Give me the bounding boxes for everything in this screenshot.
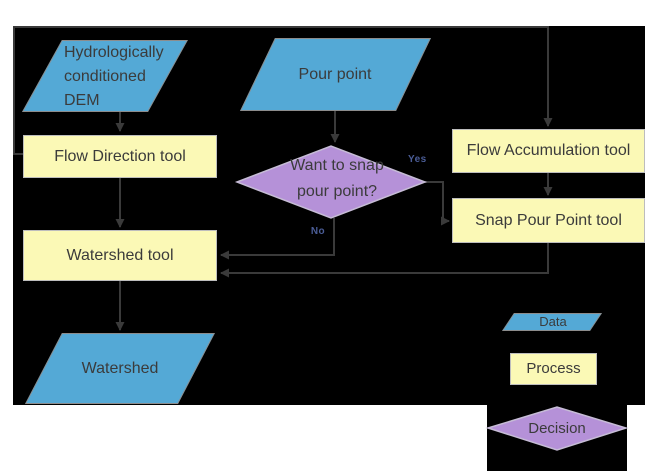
node-snap-pour-point-tool: [452, 198, 645, 243]
node-flow-direction-tool: [23, 135, 217, 178]
node-decision-diamond: [234, 145, 428, 219]
edge-flow-direction-to-flow-accumulation: [13, 26, 553, 155]
legend-data-shape: [502, 313, 603, 331]
edge-decision-no-to-watershed-tool: [220, 218, 335, 260]
legend-process-shape: [510, 353, 597, 385]
legend-decision-diamond: [485, 406, 629, 451]
node-flow-accumulation-tool: [452, 129, 645, 173]
edge-decision-yes-to-snap: [425, 181, 450, 226]
edge-snap-to-watershed-tool: [220, 243, 549, 278]
node-watershed-tool: [23, 230, 217, 281]
